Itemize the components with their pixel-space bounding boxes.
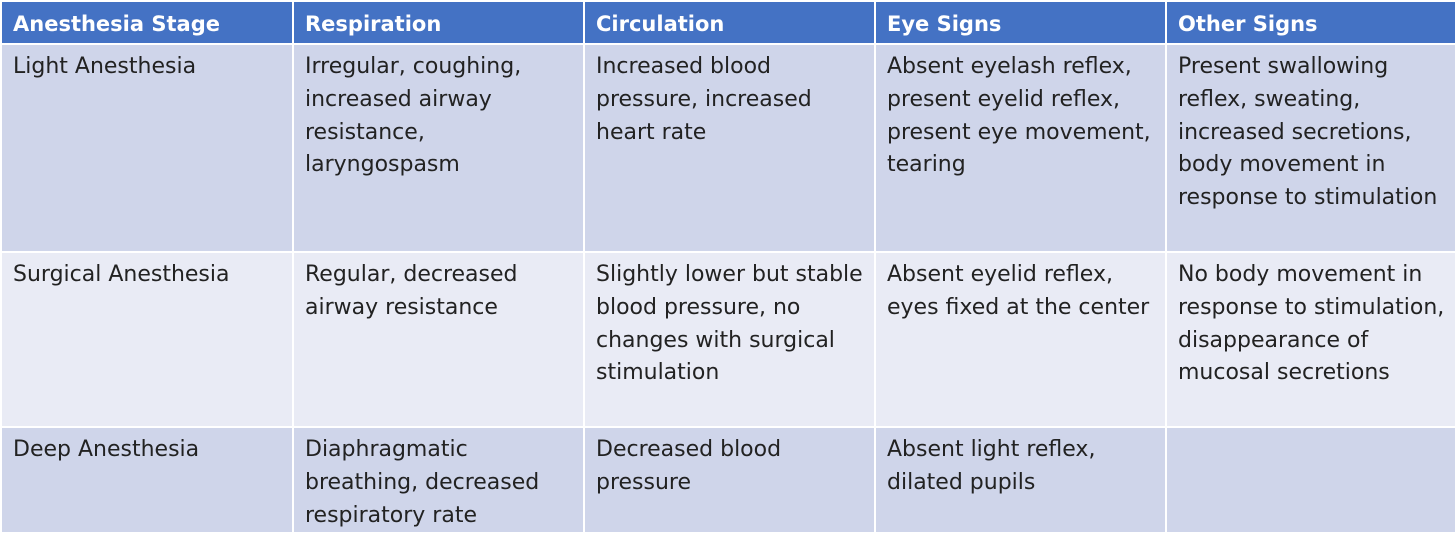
cell-circulation: Slightly lower but stable blood pressure… [583, 251, 876, 428]
table-header: Anesthesia Stage Respiration Circulation… [0, 0, 1455, 45]
table-row-deep-anesthesia: Deep Anesthesia Diaphragmatic breathing,… [0, 425, 1455, 534]
header-other-signs: Other Signs [1165, 0, 1455, 45]
cell-respiration: Regular, decreased airway resistance [292, 251, 585, 428]
cell-circulation: Decreased blood pressure [583, 425, 876, 534]
cell-respiration: Diaphragmatic breathing, decreased respi… [292, 425, 585, 534]
table-row-surgical-anesthesia: Surgical Anesthesia Regular, decreased a… [0, 251, 1455, 428]
cell-circulation: Increased blood pressure, increased hear… [583, 43, 876, 253]
header-respiration: Respiration [292, 0, 585, 45]
cell-other-signs [1165, 425, 1455, 534]
header-eye-signs: Eye Signs [874, 0, 1167, 45]
cell-stage: Surgical Anesthesia [0, 251, 294, 428]
cell-eye-signs: Absent light reflex, dilated pupils [874, 425, 1167, 534]
header-anesthesia-stage: Anesthesia Stage [0, 0, 294, 45]
cell-eye-signs: Absent eyelash reflex, present eyelid re… [874, 43, 1167, 253]
cell-respiration: Irregular, coughing, increased airway re… [292, 43, 585, 253]
table-body: Light Anesthesia Irregular, coughing, in… [0, 43, 1455, 534]
cell-stage: Deep Anesthesia [0, 425, 294, 534]
cell-other-signs: No body movement in response to stimulat… [1165, 251, 1455, 428]
table-row-light-anesthesia: Light Anesthesia Irregular, coughing, in… [0, 43, 1455, 253]
cell-other-signs: Present swallowing reflex, sweating, inc… [1165, 43, 1455, 253]
header-row: Anesthesia Stage Respiration Circulation… [0, 0, 1455, 45]
cell-eye-signs: Absent eyelid reflex, eyes fixed at the … [874, 251, 1167, 428]
cell-stage: Light Anesthesia [0, 43, 294, 253]
header-circulation: Circulation [583, 0, 876, 45]
